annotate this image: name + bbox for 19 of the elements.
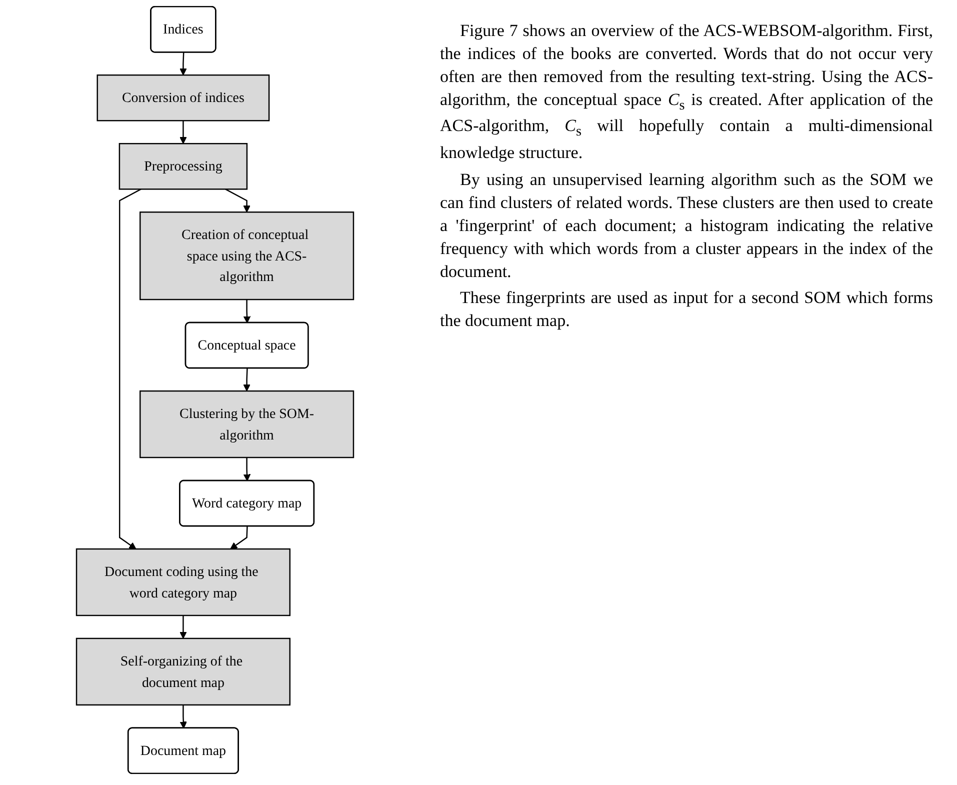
node-box: Creation of conceptual space using the ACS-algorithm xyxy=(140,212,354,300)
paragraph: By using an unsupervised learning algorithm such as the SOM we can find clusters of related words. These clusters are then used to create a 'fingerprint' of each document; a histogram indicating the relative frequency with which words from a cluster appears in the index of the document. xyxy=(440,168,933,283)
node-box: Preprocessing xyxy=(118,143,248,190)
arrow xyxy=(119,188,142,550)
arrow xyxy=(243,458,251,482)
arrow xyxy=(180,120,187,144)
arrow xyxy=(243,368,250,392)
node-box: Clustering by the SOM-algorithm xyxy=(140,390,354,458)
paragraph: Figure 7 shows an overview of the ACS-WEBSOM-algorithm. First, the indices of the books are converted. Words that do not occur very often are then removed from the resulting text-string. Using the ACS-algorithm, the conceptual space C$_{s}$ is created. After application of the ACS-algorithm, C$_{s}$ will hopefully contain a multi-dimensional knowledge structure. xyxy=(440,20,933,164)
arrow xyxy=(225,188,250,212)
arrow xyxy=(180,704,187,729)
node-box: Conversion of indices xyxy=(96,74,270,122)
node-box: Self-organizing of the document map xyxy=(76,638,290,706)
arrow xyxy=(180,615,187,639)
node-box: Document coding using the word category map xyxy=(76,548,290,616)
arrow xyxy=(230,526,248,550)
paragraph: These fingerprints are used as input for a second SOM which forms the document map. xyxy=(440,287,933,332)
arrow xyxy=(180,52,187,76)
arrow xyxy=(243,300,251,324)
